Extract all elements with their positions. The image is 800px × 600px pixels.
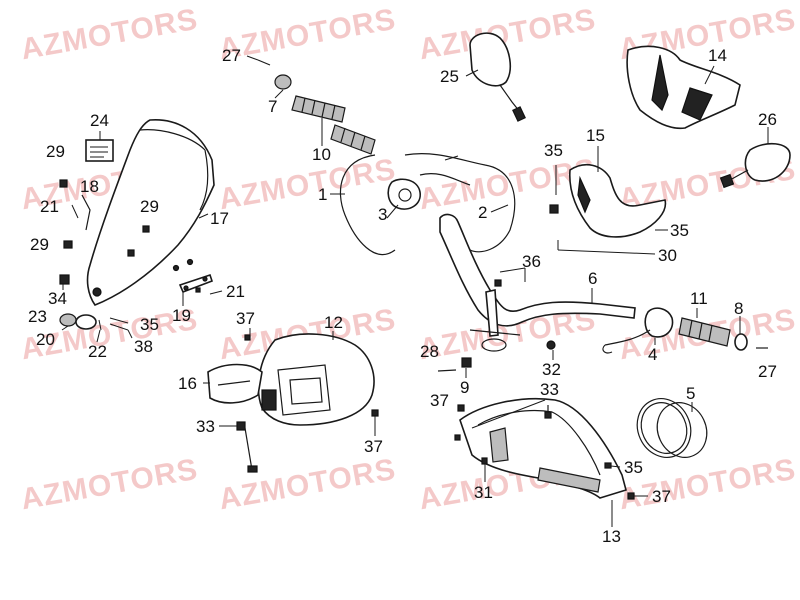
callout-30: 30 xyxy=(658,246,677,265)
callout-7: 7 xyxy=(268,97,278,116)
callout-37: 37 xyxy=(652,487,671,506)
reflector-assembly xyxy=(59,313,129,331)
callout-36: 36 xyxy=(522,252,541,271)
front-cover xyxy=(244,333,379,426)
callout-3: 3 xyxy=(378,205,388,224)
callout-27: 27 xyxy=(758,362,777,381)
callout-4: 4 xyxy=(648,345,658,364)
callout-19: 19 xyxy=(172,306,191,325)
throttle-cables xyxy=(339,153,516,256)
nuts xyxy=(437,340,556,372)
callout-29: 29 xyxy=(46,142,65,161)
handlebar-switch xyxy=(602,307,674,354)
callout-15: 15 xyxy=(586,126,605,145)
right-grip xyxy=(678,317,768,351)
callout-37: 37 xyxy=(430,391,449,410)
leader-lines xyxy=(61,55,769,527)
callout-13: 13 xyxy=(602,527,621,546)
mirror-left xyxy=(469,32,526,122)
callout-12: 12 xyxy=(324,313,343,332)
callout-31: 31 xyxy=(474,483,493,502)
callout-17: 17 xyxy=(210,209,229,228)
callout-26: 26 xyxy=(758,110,777,129)
callout-1: 1 xyxy=(318,185,328,204)
callout-23: 23 xyxy=(28,307,47,326)
bracket xyxy=(178,273,214,294)
callout-37: 37 xyxy=(236,309,255,328)
callout-34: 34 xyxy=(48,289,67,308)
callout-38: 38 xyxy=(134,337,153,356)
bolts-left xyxy=(59,179,150,285)
callout-27: 27 xyxy=(222,46,241,65)
label-plate xyxy=(85,139,114,162)
callout-25: 25 xyxy=(440,67,459,86)
callout-5: 5 xyxy=(686,384,696,403)
callout-21: 21 xyxy=(226,282,245,301)
callout-29: 29 xyxy=(140,197,159,216)
callout-33: 33 xyxy=(540,380,559,399)
meter-gasket xyxy=(636,398,708,458)
callout-24: 24 xyxy=(90,111,109,130)
callout-20: 20 xyxy=(36,330,55,349)
handlebar xyxy=(439,213,636,352)
callout-9: 9 xyxy=(460,378,470,397)
mirror-right xyxy=(719,142,791,189)
meter-screws xyxy=(454,404,635,500)
callout-35: 35 xyxy=(140,315,159,334)
callout-2: 2 xyxy=(478,203,488,222)
callout-33: 33 xyxy=(196,417,215,436)
windshield xyxy=(86,119,215,306)
throttle-housing xyxy=(387,178,421,210)
callout-10: 10 xyxy=(312,145,331,164)
meter-cover xyxy=(459,397,627,499)
callout-11: 11 xyxy=(690,289,708,308)
callout-32: 32 xyxy=(542,360,561,379)
bolt-33-left xyxy=(236,421,258,473)
callout-21: 21 xyxy=(40,197,59,216)
small-cover xyxy=(207,363,263,404)
bolt-and-sleeve xyxy=(257,59,292,90)
callout-14: 14 xyxy=(708,46,727,65)
handle-grips xyxy=(291,95,376,155)
callout-28: 28 xyxy=(420,342,439,361)
callout-35: 35 xyxy=(544,141,563,160)
callout-35: 35 xyxy=(624,458,643,477)
callout-35: 35 xyxy=(670,221,689,240)
callout-8: 8 xyxy=(734,299,744,318)
callout-37: 37 xyxy=(364,437,383,456)
upper-cover xyxy=(549,163,667,238)
callout-22: 22 xyxy=(88,342,107,361)
callout-29: 29 xyxy=(30,235,49,254)
callout-6: 6 xyxy=(588,269,598,288)
switch-housing xyxy=(626,45,741,130)
callout-16: 16 xyxy=(178,374,197,393)
callout-18: 18 xyxy=(80,177,99,196)
